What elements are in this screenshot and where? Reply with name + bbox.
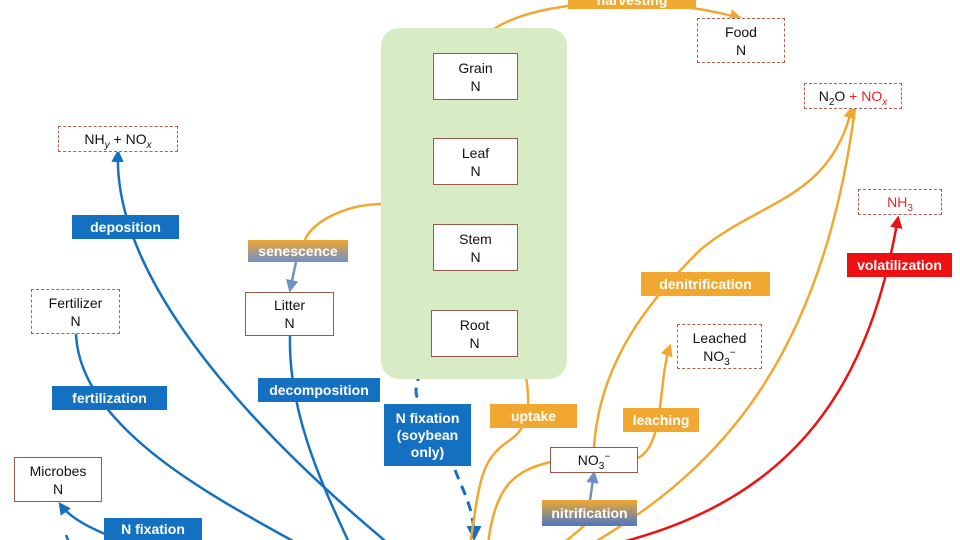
n-fixation-label: N fixation <box>104 518 202 540</box>
senescence-arrow <box>303 202 382 241</box>
nhy-nox-box: NHy + NOx <box>58 126 178 152</box>
harvesting-label: harvesting <box>568 0 696 9</box>
leached-label: Leached <box>692 329 747 346</box>
denitrification-arrow <box>592 105 856 448</box>
microbes-label: Microbes <box>29 462 87 479</box>
uptake-arrow-2 <box>487 460 551 540</box>
n-fixation-arrow <box>58 501 123 540</box>
leaching-arrow <box>637 343 673 460</box>
n-fixation-soy-line1: N fixation <box>395 409 460 426</box>
n-fixation-soy-line2: (soybean <box>396 426 459 443</box>
leaf-n: N <box>470 162 481 179</box>
decomposition-label: decomposition <box>258 378 380 402</box>
n-fixation-soy-line3: only) <box>410 443 445 460</box>
litter-label: Litter <box>273 297 306 313</box>
leached-no3: NO3− <box>703 346 736 368</box>
nh3-box: NH3 <box>858 189 942 215</box>
uptake-label: uptake <box>490 404 577 428</box>
leaching-label: leaching <box>623 408 699 432</box>
leaf-label: Leaf <box>461 144 490 161</box>
stem-label: Stem <box>459 230 492 247</box>
food-n: N <box>735 41 747 58</box>
stem-n: N <box>470 248 481 265</box>
root-n: N <box>469 334 480 351</box>
fertilization-arrow <box>74 333 294 540</box>
decomposition-arrow <box>288 335 350 540</box>
food-box: Food N <box>697 18 785 63</box>
food-label: Food <box>725 23 757 40</box>
fertilizer-label: Fertilizer <box>48 294 103 311</box>
volatilization-arrow <box>624 215 903 540</box>
litter-n: N <box>284 315 295 331</box>
n-fixation-soybean-label: N fixation (soybean only) <box>384 404 471 466</box>
n-fixation-arrow-2 <box>64 534 70 540</box>
no3-box: NO3− <box>550 447 638 473</box>
root-label: Root <box>459 316 490 333</box>
fertilizer-n: N <box>70 312 81 329</box>
nh3-text: NH3 <box>887 194 913 214</box>
deposition-arrow <box>111 149 386 540</box>
n2o-nox-box: N2O + NOx <box>804 83 902 109</box>
root-box: Root N <box>431 310 518 357</box>
grain-box: Grain N <box>433 53 518 100</box>
volatilization-label: volatilization <box>847 253 952 277</box>
grain-n: N <box>470 77 481 94</box>
leaf-box: Leaf N <box>433 138 518 185</box>
nitrification-label: nitrification <box>542 500 637 526</box>
grain-label: Grain <box>458 59 493 76</box>
no3-text: NO3− <box>577 451 611 472</box>
nitrification-arrow <box>586 470 599 501</box>
senescence-arrow-tail <box>285 261 299 293</box>
fertilizer-box: Fertilizer N <box>31 289 120 334</box>
fertilization-label: fertilization <box>52 386 167 410</box>
litter-box: Litter N <box>245 292 334 336</box>
stem-box: Stem N <box>433 224 518 271</box>
microbes-box: Microbes N <box>14 457 102 502</box>
senescence-label: senescence <box>248 240 348 262</box>
deposition-label: deposition <box>72 215 179 239</box>
leached-box: Leached NO3− <box>677 324 762 369</box>
n2o-nox-text: N2O + NOx <box>818 88 888 108</box>
denitrification-label: denitrification <box>641 272 770 296</box>
nhy-nox-text: NHy + NOx <box>84 131 152 151</box>
microbes-n: N <box>52 480 64 497</box>
